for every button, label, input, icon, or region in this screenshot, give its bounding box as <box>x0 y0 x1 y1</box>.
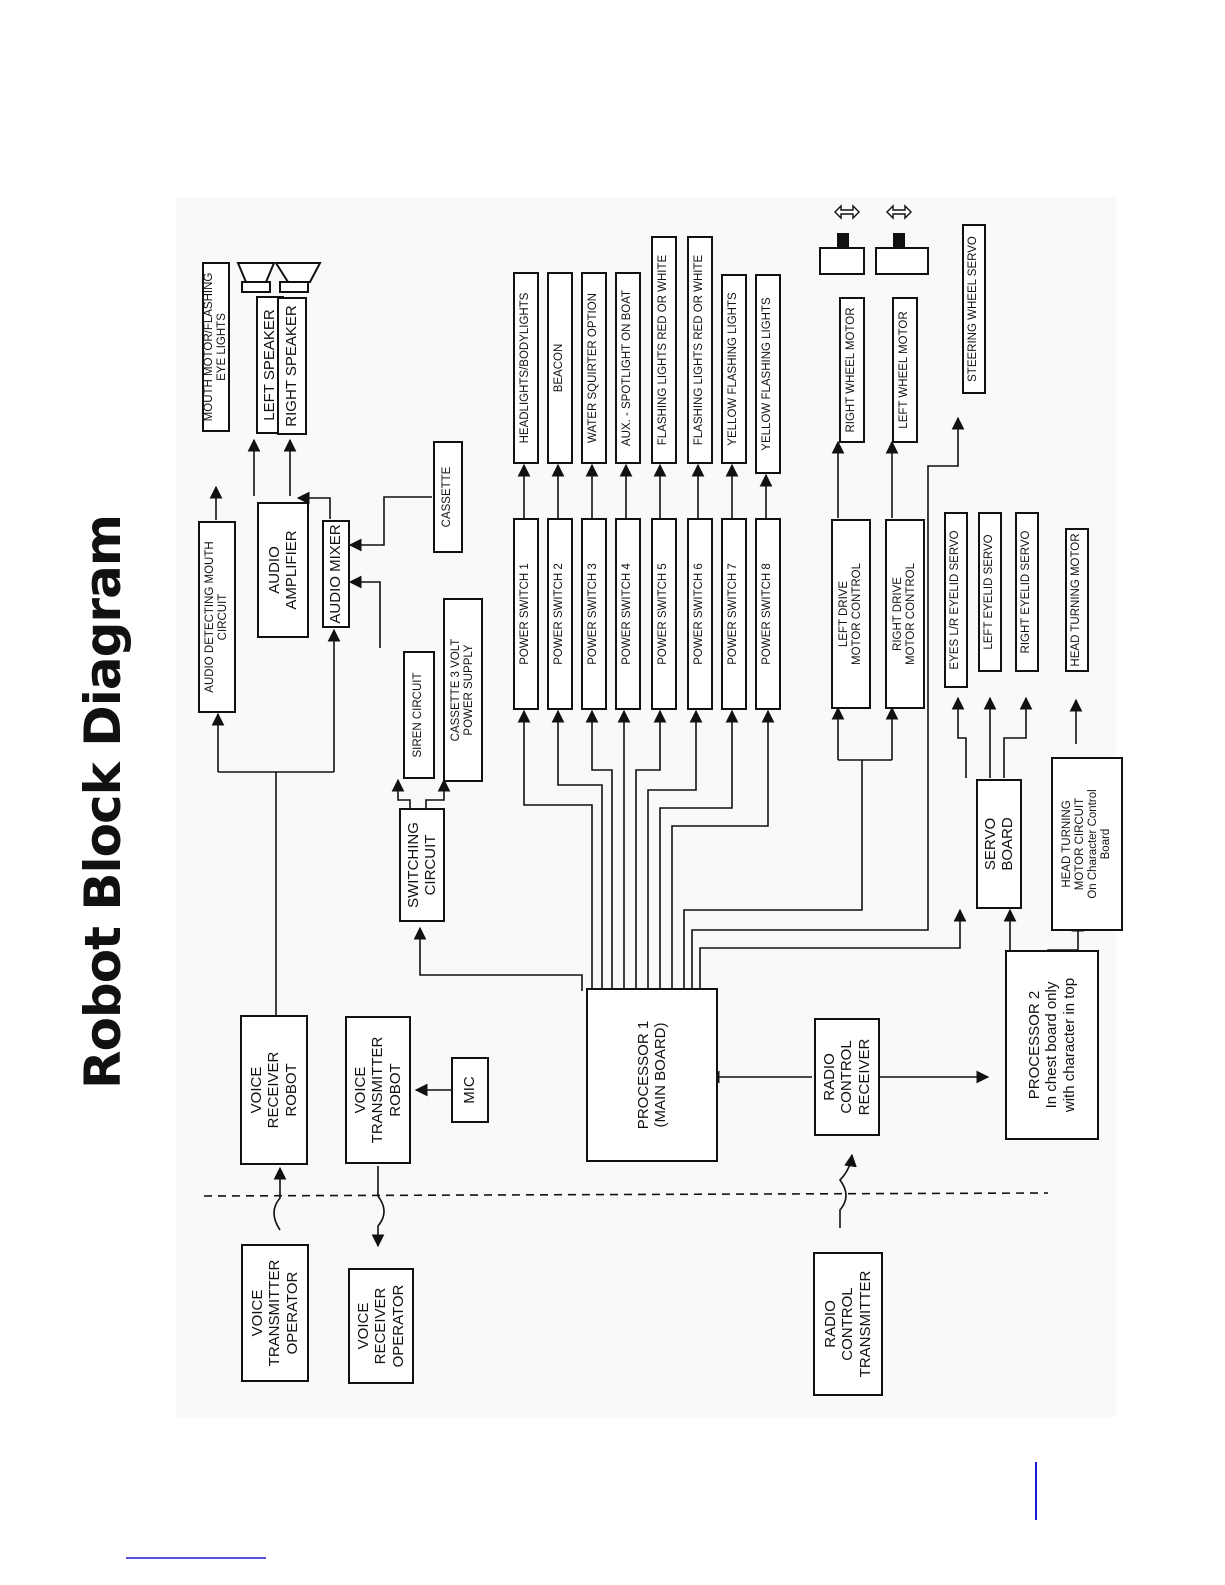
steering-servo-block: STEERING WHEEL SERVO <box>962 224 986 394</box>
right-speaker-icon <box>279 281 309 293</box>
output-block-7: YELLOW FLASHING LIGHTS <box>721 274 747 464</box>
left-speaker-cone-icon <box>236 262 276 283</box>
radio-link <box>838 1153 857 1228</box>
switching-circuit-block: SWITCHING CIRCUIT <box>399 808 445 922</box>
output-block-8: YELLOW FLASHING LIGHTS <box>755 274 781 474</box>
output-block-3: WATER SQUIRTER OPTION <box>581 272 607 464</box>
audio-mixer-block: AUDIO MIXER <box>322 520 350 628</box>
right-eyelid-block: RIGHT EYELID SERVO <box>1015 512 1039 672</box>
siren-circuit-block: SIREN CIRCUIT <box>403 651 435 779</box>
output-block-2: BEACON <box>547 272 573 464</box>
power-switch-8: POWER SWITCH 8 <box>755 518 781 710</box>
output-block-5: FLASHING LIGHTS RED OR WHITE <box>651 236 677 464</box>
mic-block: MIC <box>451 1057 489 1123</box>
power-switch-7: POWER SWITCH 7 <box>721 518 747 710</box>
power-switch-5: POWER SWITCH 5 <box>651 518 677 710</box>
arrow <box>551 709 603 991</box>
output-block-6: FLASHING LIGHTS RED OR WHITE <box>687 236 713 464</box>
arrow <box>348 575 381 648</box>
left-speaker-icon <box>241 281 271 293</box>
output-block-4: AUX. - SPOTLIGHT ON BOAT <box>615 272 641 464</box>
audio-detecting-block: AUDIO DETECTING MOUTH CIRCUIT <box>198 521 236 713</box>
arrow <box>647 709 703 991</box>
arrow <box>296 491 331 519</box>
cassette-block: CASSETTE <box>433 441 463 553</box>
voice-receiver-robot-block: VOICE RECEIVER ROBOT <box>240 1015 308 1165</box>
left-wheel-motor-block: LEFT WHEEL MOTOR <box>892 297 918 443</box>
radio-transmitter-block: RADIO CONTROL TRANSMITTER <box>813 1252 883 1396</box>
connector <box>683 760 863 991</box>
processor1-block: PROCESSOR 1 (MAIN BOARD) <box>586 988 718 1162</box>
head-turning-motor-block: HEAD TURNING MOTOR <box>1065 528 1089 672</box>
page-title: Robot Block Diagram <box>74 515 133 1089</box>
arrow <box>348 496 432 552</box>
voice-transmitter-robot-block: VOICE TRANSMITTER ROBOT <box>345 1016 411 1164</box>
left-eyelid-block: LEFT EYELID SERVO <box>978 512 1002 672</box>
power-switch-2: POWER SWITCH 2 <box>547 518 573 710</box>
left-drive-block: LEFT DRIVE MOTOR CONTROL <box>831 519 871 709</box>
right-wheel-shaft-icon <box>837 233 849 249</box>
arrow <box>413 926 583 991</box>
radio-receiver-block: RADIO CONTROL RECEIVER <box>814 1018 880 1136</box>
voice-transmitter-operator-block: VOICE TRANSMITTER OPERATOR <box>241 1244 309 1382</box>
right-wheel-motor-block: RIGHT WHEEL MOTOR <box>839 297 865 443</box>
arrow <box>691 416 965 991</box>
arrow <box>425 778 451 813</box>
right-speaker-cone-icon <box>274 262 322 283</box>
processor2-block: PROCESSOR 2 In chest board only with cha… <box>1005 950 1099 1140</box>
cassette-power-block: CASSETTE 3 VOLT POWER SUPPLY <box>443 598 483 782</box>
arrow <box>659 709 739 991</box>
left-wheel-icon <box>875 247 929 275</box>
arrow <box>391 778 411 813</box>
arrow <box>671 709 775 991</box>
arrow <box>517 709 593 991</box>
operator-robot-divider <box>203 1192 1049 1197</box>
arrow <box>1003 696 1033 778</box>
right-wheel-direction-icon <box>834 204 860 220</box>
right-wheel-icon <box>819 247 865 275</box>
scan-area <box>176 197 1116 1417</box>
power-switch-3: POWER SWITCH 3 <box>581 518 607 710</box>
power-switch-6: POWER SWITCH 6 <box>687 518 713 710</box>
arrow <box>635 709 667 991</box>
voice-receiver-operator-block: VOICE RECEIVER OPERATOR <box>348 1268 414 1384</box>
right-speaker-block: RIGHT SPEAKER <box>277 297 307 435</box>
right-drive-block: RIGHT DRIVE MOTOR CONTROL <box>885 519 925 709</box>
arrow <box>585 709 613 991</box>
arrow <box>951 696 967 778</box>
output-block-1: HEADLIGHTS/BODYLIGHTS <box>513 272 539 464</box>
audio-amplifier-block: AUDIO AMPLIFIER <box>257 502 309 638</box>
power-switch-4: POWER SWITCH 4 <box>615 518 641 710</box>
power-switch-1: POWER SWITCH 1 <box>513 518 539 710</box>
arrow <box>699 908 967 991</box>
radio-link <box>273 1166 287 1231</box>
head-turning-circuit-block: HEAD TURNING MOTOR CIRCUIT On Character … <box>1051 757 1123 931</box>
eyes-lr-eyelid-block: EYES L/R EYELID SERVO <box>944 512 968 688</box>
left-wheel-direction-icon <box>886 204 912 220</box>
left-wheel-shaft-icon <box>893 233 905 249</box>
servo-board-block: SERVO BOARD <box>976 779 1022 909</box>
mouth-motor-block: MOUTH MOTOR/FLASHING EYE LIGHTS <box>202 262 230 432</box>
